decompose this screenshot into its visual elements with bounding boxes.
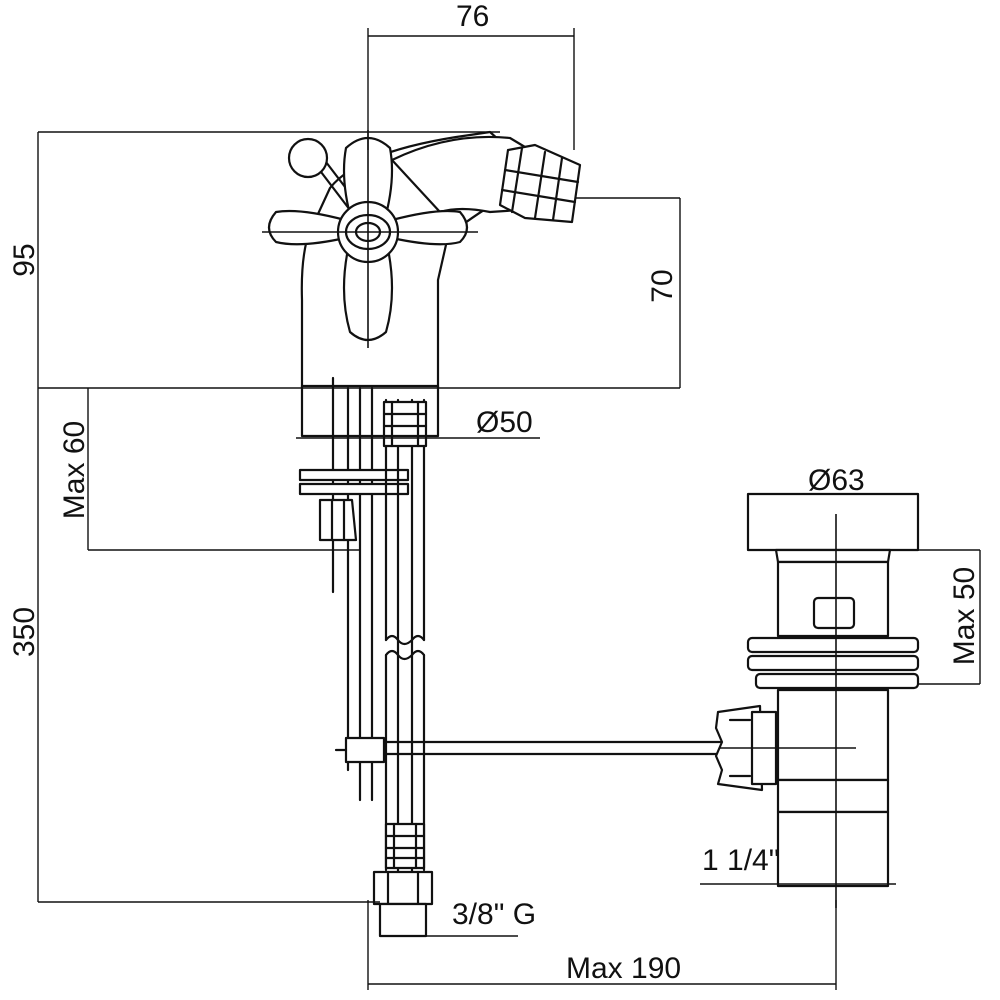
cross-handle bbox=[262, 130, 478, 348]
dimension-lines bbox=[37, 28, 981, 990]
mounting-assembly bbox=[298, 376, 434, 938]
dim-body-diameter: Ø50 bbox=[476, 406, 533, 439]
dim-body-height: 95 bbox=[8, 243, 41, 276]
pop-up-waste bbox=[382, 492, 920, 908]
dim-waste-height: Max 50 bbox=[948, 567, 981, 665]
dim-max-reach: Max 190 bbox=[566, 952, 681, 985]
dim-spout-height: 70 bbox=[646, 269, 679, 302]
dim-waste-diameter: Ø63 bbox=[808, 464, 865, 497]
mixer-body bbox=[262, 130, 582, 438]
dim-hose-thread: 3/8" G bbox=[452, 898, 536, 931]
dim-width-top: 76 bbox=[456, 0, 489, 33]
dim-waste-thread: 1 1/4" bbox=[702, 844, 779, 877]
pop-up-lever bbox=[287, 137, 360, 212]
dim-max-deck: Max 60 bbox=[58, 421, 91, 519]
flexible-hose bbox=[372, 398, 434, 938]
spout-nozzle bbox=[498, 143, 582, 224]
dim-hose-length: 350 bbox=[8, 607, 41, 657]
